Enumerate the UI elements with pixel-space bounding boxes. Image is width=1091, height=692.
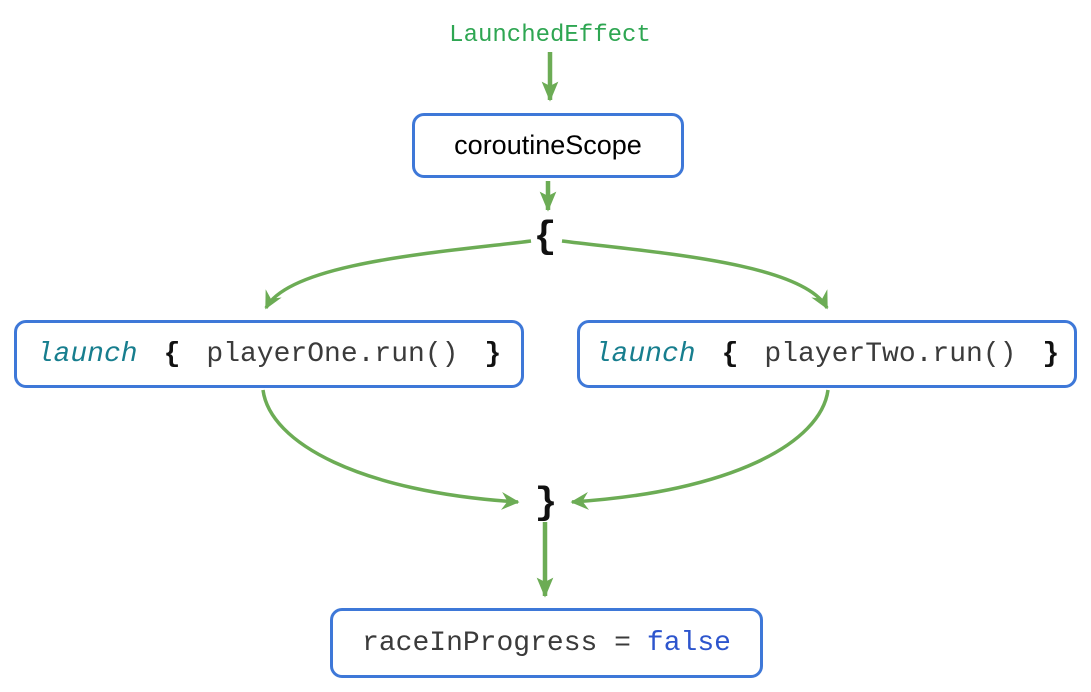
race-in-progress-node: raceInProgress = false xyxy=(330,608,763,678)
player-one-call: playerOne.run() xyxy=(206,338,459,370)
launch-player-one-node: launch { playerOne.run() } xyxy=(14,320,524,388)
branch-open-brace: { xyxy=(721,338,739,370)
branch-open-brace: { xyxy=(163,338,181,370)
result-lhs: raceInProgress = xyxy=(362,627,631,659)
coroutine-scope-label: coroutineScope xyxy=(454,130,642,160)
arc-open-brace-to-player-one xyxy=(264,239,532,310)
launched-effect-label: LaunchedEffect xyxy=(449,22,651,49)
launch-keyword: launch xyxy=(36,338,138,370)
result-value: false xyxy=(646,627,731,659)
arc-player-two-to-close-brace xyxy=(570,389,830,510)
coroutine-scope-node: coroutineScope xyxy=(412,113,684,178)
close-brace: } xyxy=(534,482,558,525)
launch-player-two-node: launch { playerTwo.run() } xyxy=(577,320,1077,388)
branch-close-brace: } xyxy=(484,338,502,370)
arc-player-one-to-close-brace xyxy=(261,389,520,510)
open-brace: { xyxy=(533,216,557,259)
branch-close-brace: } xyxy=(1042,338,1060,370)
launch-keyword: launch xyxy=(594,338,696,370)
player-two-call: playerTwo.run() xyxy=(764,338,1017,370)
arc-open-brace-to-player-two xyxy=(561,239,829,310)
